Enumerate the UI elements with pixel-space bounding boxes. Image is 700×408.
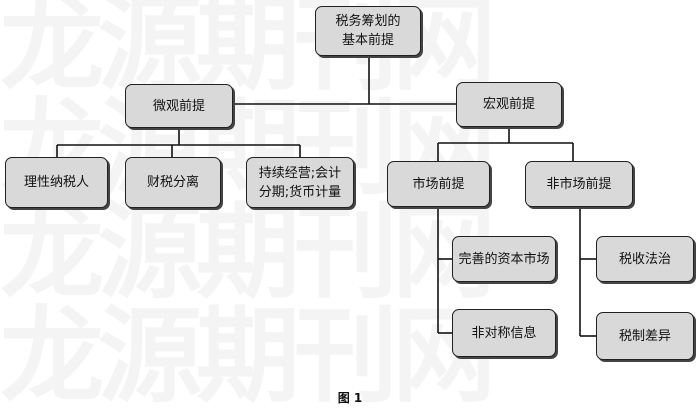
- figure-caption: 图 1: [337, 391, 363, 405]
- node-market-label: 市场前提: [412, 176, 465, 192]
- node-fiscal-tax-separation: 财税分离: [125, 157, 221, 208]
- node-capital-market: 完善的资本市场: [452, 236, 556, 282]
- node-tax-rule-of-law: 税收法治: [596, 236, 694, 282]
- watermark-text: 龙源期刊网: [0, 200, 496, 304]
- node-asymmetric-info: 非对称信息: [452, 309, 556, 357]
- node-micro-label: 微观前提: [152, 98, 205, 114]
- node-going-concern-line1: 持续经营;会计: [258, 165, 342, 181]
- node-rational-taxpayer: 理性纳税人: [5, 157, 108, 208]
- node-rational-taxpayer-label: 理性纳税人: [23, 175, 89, 190]
- node-macro-label: 宏观前提: [482, 97, 535, 112]
- node-tax-system-difference-label: 税制差异: [618, 328, 671, 344]
- node-micro: 微观前提: [125, 84, 233, 128]
- watermark-text: 龙源期刊网: [0, 304, 496, 408]
- node-tax-system-difference: 税制差异: [596, 312, 694, 360]
- node-capital-market-label: 完善的资本市场: [458, 251, 550, 267]
- node-fiscal-tax-separation-label: 财税分离: [146, 175, 199, 190]
- node-going-concern-line2: 分期;货币计量: [258, 184, 342, 200]
- node-going-concern: 持续经营;会计 分期;货币计量: [246, 157, 354, 208]
- node-macro: 宏观前提: [456, 82, 562, 127]
- node-root: 税务筹划的 基本前提: [315, 6, 421, 56]
- node-non-market-label: 非市场前提: [546, 176, 612, 192]
- node-tax-rule-of-law-label: 税收法治: [618, 251, 671, 267]
- node-root-line1: 税务筹划的: [335, 14, 401, 29]
- node-asymmetric-info-label: 非对称信息: [471, 325, 537, 341]
- node-root-line2: 基本前提: [341, 33, 394, 48]
- node-non-market: 非市场前提: [525, 161, 633, 207]
- node-market: 市场前提: [387, 161, 490, 207]
